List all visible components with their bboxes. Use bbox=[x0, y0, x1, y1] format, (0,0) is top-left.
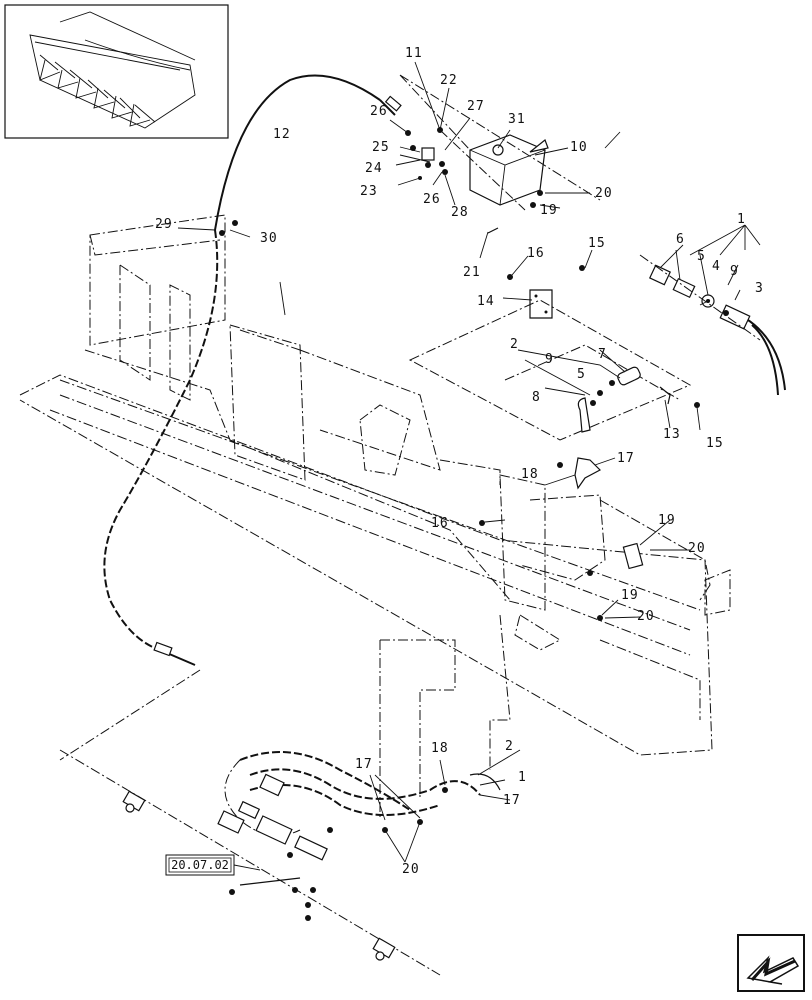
callout-14: 14 bbox=[477, 294, 495, 309]
leader-lines bbox=[177, 61, 761, 863]
lever-assembly bbox=[479, 457, 644, 621]
hose-assembly bbox=[639, 254, 786, 396]
next-page-arrow-icon[interactable] bbox=[737, 934, 805, 992]
callout-19: 19 bbox=[621, 588, 639, 603]
callout-13: 13 bbox=[663, 427, 681, 442]
callout-19: 19 bbox=[540, 203, 558, 218]
callout-9: 9 bbox=[730, 264, 739, 279]
callout-26: 26 bbox=[370, 104, 388, 119]
callout-20: 20 bbox=[637, 609, 655, 624]
callout-20: 20 bbox=[595, 186, 613, 201]
callout-2: 2 bbox=[510, 337, 519, 352]
callout-18: 18 bbox=[521, 467, 539, 482]
callout-17: 17 bbox=[355, 757, 373, 772]
callout-27: 27 bbox=[467, 99, 485, 114]
control-cable bbox=[103, 74, 402, 666]
callout-18: 18 bbox=[431, 741, 449, 756]
callout-22: 22 bbox=[440, 73, 458, 88]
callout-5: 5 bbox=[577, 367, 586, 382]
callout-15: 15 bbox=[588, 236, 606, 251]
callout-31: 31 bbox=[508, 112, 526, 127]
callout-17: 17 bbox=[503, 793, 521, 808]
callout-1: 1 bbox=[737, 212, 746, 227]
callout-20: 20 bbox=[402, 862, 420, 877]
callout-6: 6 bbox=[676, 232, 685, 247]
callout-29: 29 bbox=[155, 217, 173, 232]
lower-valve-assembly bbox=[122, 773, 448, 961]
top-bracket-assembly bbox=[219, 74, 601, 236]
header-thumbnail-inset bbox=[4, 4, 229, 139]
callout-7: 7 bbox=[598, 347, 607, 362]
callout-2: 2 bbox=[505, 739, 514, 754]
callout-11: 11 bbox=[405, 46, 423, 61]
header-frame bbox=[19, 214, 731, 756]
cross-reference-link[interactable]: 20.07.02 bbox=[165, 854, 261, 876]
callout-24: 24 bbox=[365, 161, 383, 176]
callout-21: 21 bbox=[463, 265, 481, 280]
callout-labels: 1 2 3 4 5 5 6 7 8 9 9 10 11 12 13 14 15 … bbox=[155, 46, 764, 877]
callout-12: 12 bbox=[273, 127, 291, 142]
callout-10: 10 bbox=[570, 140, 588, 155]
callout-25: 25 bbox=[372, 140, 390, 155]
callout-19: 19 bbox=[658, 513, 676, 528]
callout-26: 26 bbox=[423, 192, 441, 207]
callout-9: 9 bbox=[545, 352, 554, 367]
callout-1: 1 bbox=[518, 770, 527, 785]
callout-30: 30 bbox=[260, 231, 278, 246]
mounting-plate-assembly bbox=[408, 265, 700, 441]
callout-4: 4 bbox=[712, 259, 721, 274]
callout-23: 23 bbox=[360, 184, 378, 199]
callout-17: 17 bbox=[617, 451, 635, 466]
callout-28: 28 bbox=[451, 205, 469, 220]
callout-15: 15 bbox=[706, 436, 724, 451]
callout-8: 8 bbox=[532, 390, 541, 405]
callout-5: 5 bbox=[697, 249, 706, 264]
callout-16: 16 bbox=[527, 246, 545, 261]
callout-16: 16 bbox=[431, 516, 449, 531]
cross-reference-label: 20.07.02 bbox=[171, 858, 229, 872]
callout-3: 3 bbox=[755, 281, 764, 296]
callout-20: 20 bbox=[688, 541, 706, 556]
lower-guide-lines bbox=[59, 614, 511, 976]
